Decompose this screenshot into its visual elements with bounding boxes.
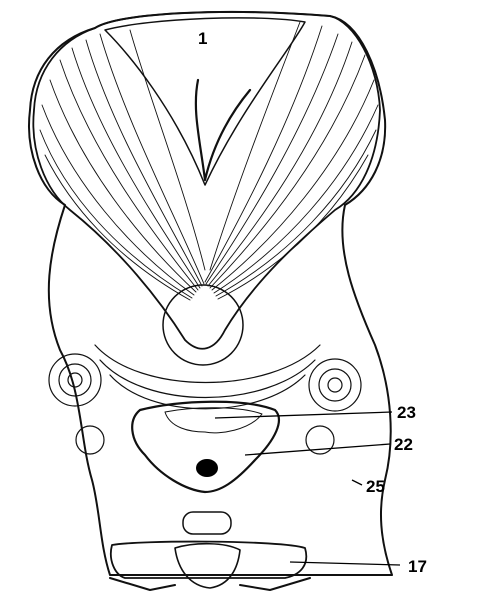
central-lumen	[196, 459, 218, 477]
lower-dotted-band	[111, 542, 306, 578]
top-cleft-fold	[196, 80, 250, 180]
label-1: 1	[198, 29, 207, 48]
lower-central-gap	[175, 544, 240, 588]
label-22: 22	[394, 435, 413, 454]
label-17: 17	[408, 557, 427, 576]
lower-oval-body	[183, 512, 231, 534]
label-23: 23	[397, 403, 416, 422]
curved-band	[95, 345, 320, 409]
side-whorls	[49, 354, 361, 454]
triangular-canal	[132, 402, 279, 492]
muscle-striations	[40, 22, 378, 300]
canal-upper-band	[165, 408, 262, 433]
label-25: 25	[366, 477, 385, 496]
